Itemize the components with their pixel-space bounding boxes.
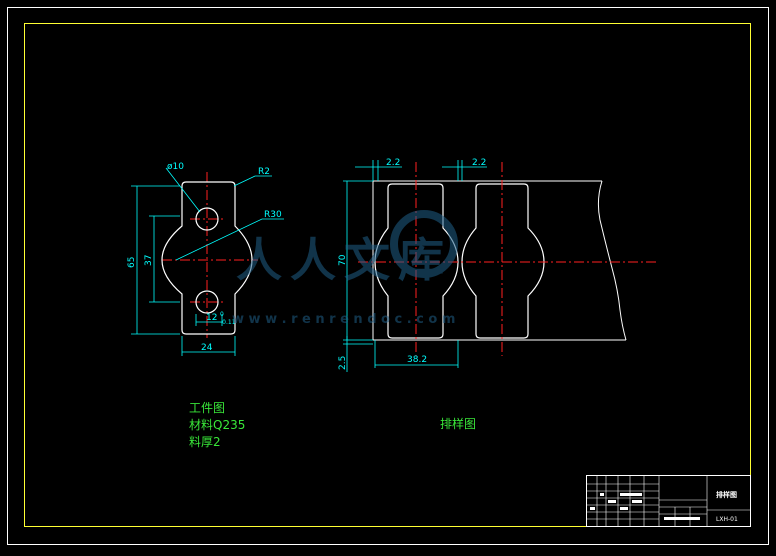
dim-edge-margin: 2.5 — [338, 356, 348, 370]
leader-hole-dia — [165, 167, 201, 213]
strip-break-line — [597, 180, 627, 341]
dim-hole-dia: ø10 — [167, 162, 184, 172]
outer-frame — [7, 7, 769, 545]
note-material: 材料Q235 — [189, 418, 246, 432]
dim-strip-width: 70 — [338, 254, 348, 266]
part-outline — [161, 181, 253, 335]
dim-gap-left: 2.2 — [386, 158, 400, 168]
dim-gap-right: 2.2 — [472, 158, 486, 168]
watermark-url: w w w . r e n r e n d o c . c o m — [232, 312, 455, 327]
layout-part-1 — [374, 183, 459, 339]
leader-r30 — [175, 218, 284, 261]
watermark-title: 人人文库 — [236, 233, 452, 287]
part-upper-hole — [195, 207, 219, 231]
dim-width: 24 — [201, 343, 213, 353]
watermark: 人人文库 w w w . r e n r e n d o c . c o m — [232, 210, 458, 327]
leader-r2 — [233, 175, 272, 187]
dim-slot-width: 12 — [206, 313, 217, 323]
dim-arc-radius: R30 — [264, 210, 282, 220]
watermark-logo-ring — [390, 210, 458, 278]
note-thickness: 料厚2 — [189, 435, 221, 449]
title-block-drawing-no: LXH-01 — [716, 516, 738, 523]
dim-pitch: 38.2 — [407, 355, 427, 365]
note-part-title: 工件图 — [189, 401, 226, 415]
part-drawing: ø10 R2 R30 65 37 24 12 0 -0.11 — [127, 162, 284, 356]
dim-height-total: 65 — [127, 257, 137, 268]
dim-tol-lower: -0.11 — [220, 319, 236, 326]
part-lower-hole — [195, 290, 219, 314]
title-block: 排样图 LXH-01 — [586, 475, 751, 527]
note-layout-title: 排样图 — [440, 417, 477, 431]
dim-tol-upper: 0 — [220, 311, 224, 318]
dim-height-inner: 37 — [144, 255, 154, 266]
title-block-drawing-name: 排样图 — [716, 490, 737, 499]
layout-part-2 — [461, 183, 545, 339]
dim-corner-radius: R2 — [258, 167, 270, 177]
inner-frame — [24, 23, 751, 527]
layout-drawing: 2.2 2.2 70 2.5 38.2 — [338, 158, 658, 372]
